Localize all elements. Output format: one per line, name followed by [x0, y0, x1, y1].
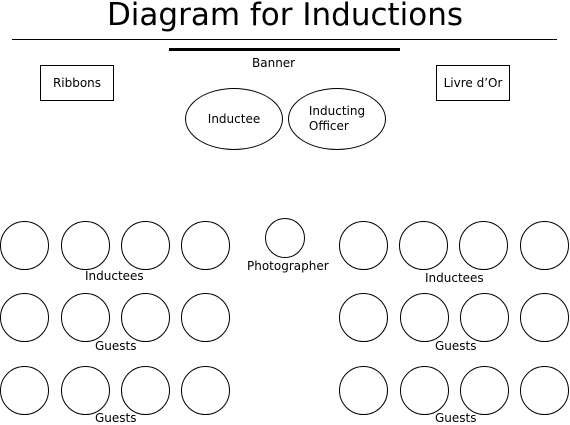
photographer-seat — [265, 218, 305, 258]
seat — [181, 366, 230, 415]
seat — [460, 293, 509, 342]
seat — [61, 293, 110, 342]
seat — [61, 221, 110, 270]
left-guests-label-1: Guests — [95, 339, 137, 353]
right-guests-label-1: Guests — [435, 339, 477, 353]
seat — [121, 366, 170, 415]
banner-label: Banner — [252, 56, 296, 70]
photographer-label: Photographer — [247, 259, 329, 273]
seat — [459, 221, 508, 270]
seat — [0, 221, 49, 270]
inducting-officer-label-line1: Inducting — [308, 104, 366, 118]
title-divider — [12, 39, 557, 40]
seat — [121, 221, 170, 270]
inductee-ellipse: Inductee — [185, 88, 283, 150]
seat — [181, 293, 230, 342]
seat — [121, 293, 170, 342]
seat — [400, 366, 449, 415]
diagram-title: Diagram for Inductions — [106, 0, 464, 33]
inductee-label: Inductee — [207, 111, 261, 126]
seat — [460, 366, 509, 415]
inducting-officer-ellipse: Inducting Officer — [288, 88, 386, 150]
livre-dor-box: Livre d’Or — [436, 65, 510, 101]
right-inductees-label: Inductees — [425, 271, 484, 285]
left-inductees-label: Inductees — [85, 269, 144, 283]
seat — [339, 221, 388, 270]
seat — [181, 221, 230, 270]
seat — [0, 293, 49, 342]
ribbons-box: Ribbons — [40, 65, 114, 101]
seat — [339, 293, 388, 342]
inducting-officer-label-line2: Officer — [308, 119, 349, 133]
seat — [520, 293, 569, 342]
banner-bar — [169, 48, 400, 51]
seat — [339, 366, 388, 415]
left-guests-label-2: Guests — [95, 411, 137, 425]
inducting-officer-label: Inducting Officer — [309, 104, 365, 134]
seat — [0, 366, 49, 415]
seat — [61, 366, 110, 415]
seat — [400, 293, 449, 342]
right-guests-label-2: Guests — [435, 411, 477, 425]
seat — [520, 366, 569, 415]
seat — [399, 221, 448, 270]
seat — [520, 221, 569, 270]
